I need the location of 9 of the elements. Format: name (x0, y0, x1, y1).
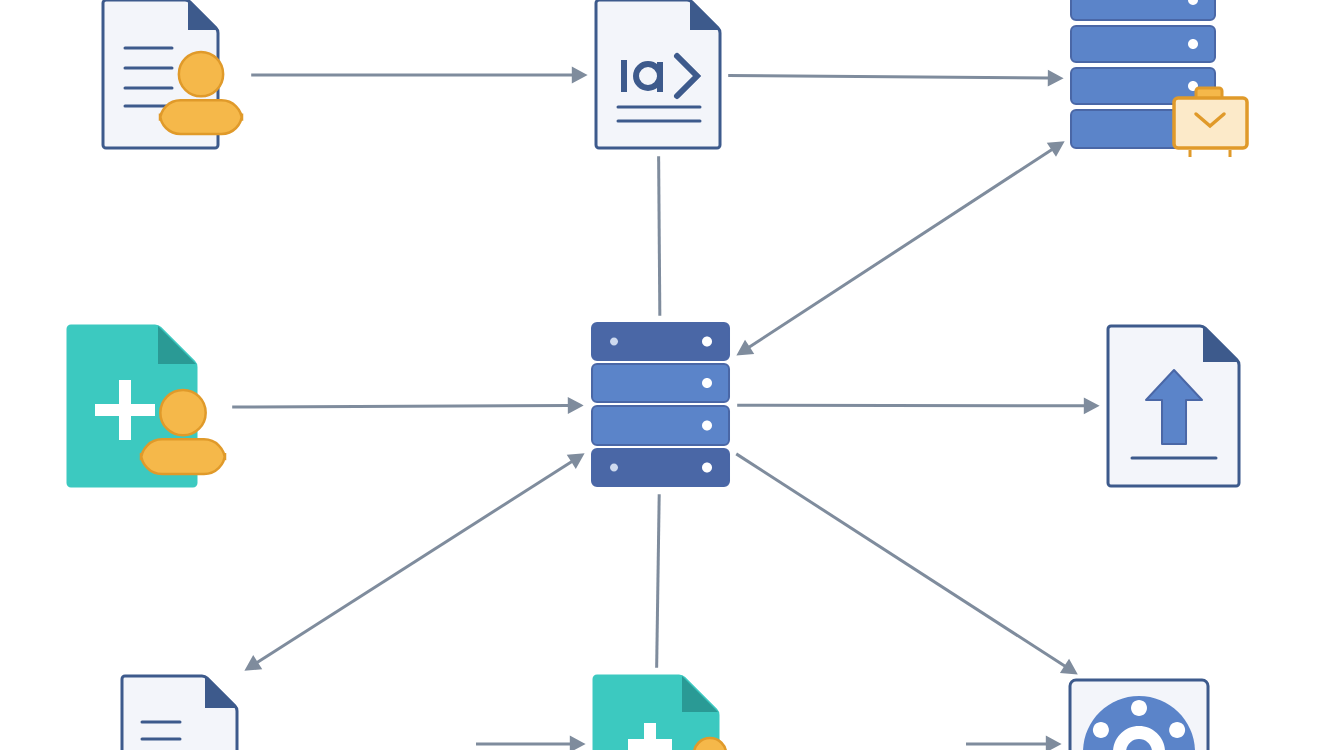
code-document-drawing (594, 0, 722, 150)
server-drawing (591, 322, 730, 487)
upload-document-drawing (1106, 324, 1241, 488)
add-document-user-drawing (66, 324, 227, 488)
add-document-drawing (592, 674, 728, 750)
document-user-drawing (101, 0, 244, 150)
server-briefcase-drawing (1070, 0, 1249, 159)
document-drawing (120, 674, 239, 750)
gear-panel-drawing (1068, 678, 1210, 750)
